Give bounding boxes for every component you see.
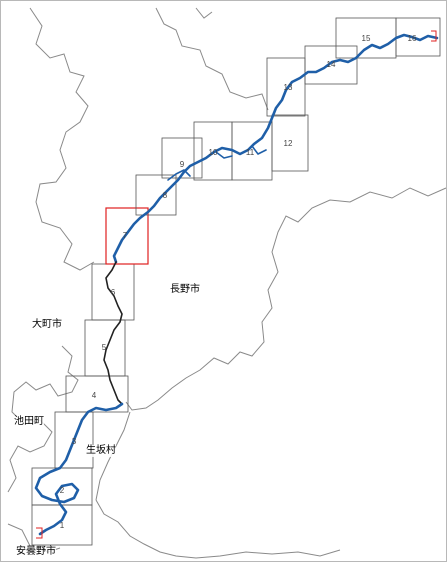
river-line-surveyed — [215, 151, 233, 159]
survey-sheet[interactable] — [304, 45, 358, 85]
sheet-number-label: 13 — [284, 83, 293, 92]
sheet-number-label: 2 — [60, 486, 65, 495]
section-start-marker — [36, 527, 43, 539]
sheet-number-label: 15 — [362, 34, 371, 43]
survey-sheet[interactable] — [266, 57, 306, 117]
municipal-boundaries — [7, 7, 447, 559]
river-line-surveyed — [251, 145, 267, 155]
boundary-line — [95, 499, 341, 559]
river-line-surveyed — [112, 33, 439, 264]
boundary-line — [7, 345, 79, 493]
boundary-line — [125, 187, 447, 411]
place-label-omachi-city: 大町市 — [32, 319, 62, 331]
survey-sheet-selected[interactable] — [105, 207, 149, 265]
river-line-surveyed — [167, 169, 191, 181]
river-line-unsurveyed — [103, 261, 123, 405]
survey-sheet[interactable] — [135, 174, 177, 216]
river-line-surveyed — [34, 402, 124, 536]
section-end-marker — [431, 30, 437, 42]
place-label-ikusaka-village: 生坂村 — [86, 445, 116, 457]
survey-sheet[interactable] — [161, 137, 203, 179]
survey-sheet-layer — [31, 17, 441, 546]
sheet-number-label: 6 — [111, 288, 116, 297]
sheet-number-label: 7 — [123, 231, 128, 240]
sheet-number-label: 14 — [327, 60, 336, 69]
place-label-ikeda-town: 池田町 — [14, 416, 44, 428]
sheet-number-label: 4 — [92, 391, 97, 400]
sheet-number-label: 1 — [60, 521, 65, 530]
place-label-azumino-city: 安曇野市 — [16, 546, 56, 558]
place-label-nagano-city: 長野市 — [170, 284, 200, 296]
sheet-number-label: 16 — [408, 34, 417, 43]
boundary-line — [195, 7, 213, 19]
survey-sheet[interactable] — [271, 114, 309, 172]
sheet-number-label: 8 — [163, 191, 168, 200]
sheet-number-label: 12 — [284, 139, 293, 148]
sheet-number-label: 11 — [246, 148, 255, 157]
river-layer — [34, 33, 439, 536]
boundary-line — [155, 7, 269, 111]
boundary-line — [29, 7, 95, 271]
sheet-number-label: 10 — [209, 148, 218, 157]
sheet-number-label: 5 — [102, 343, 107, 352]
section-markers — [36, 30, 437, 539]
sheet-number-label: 9 — [180, 160, 185, 169]
sheet-number-label: 3 — [72, 437, 77, 446]
